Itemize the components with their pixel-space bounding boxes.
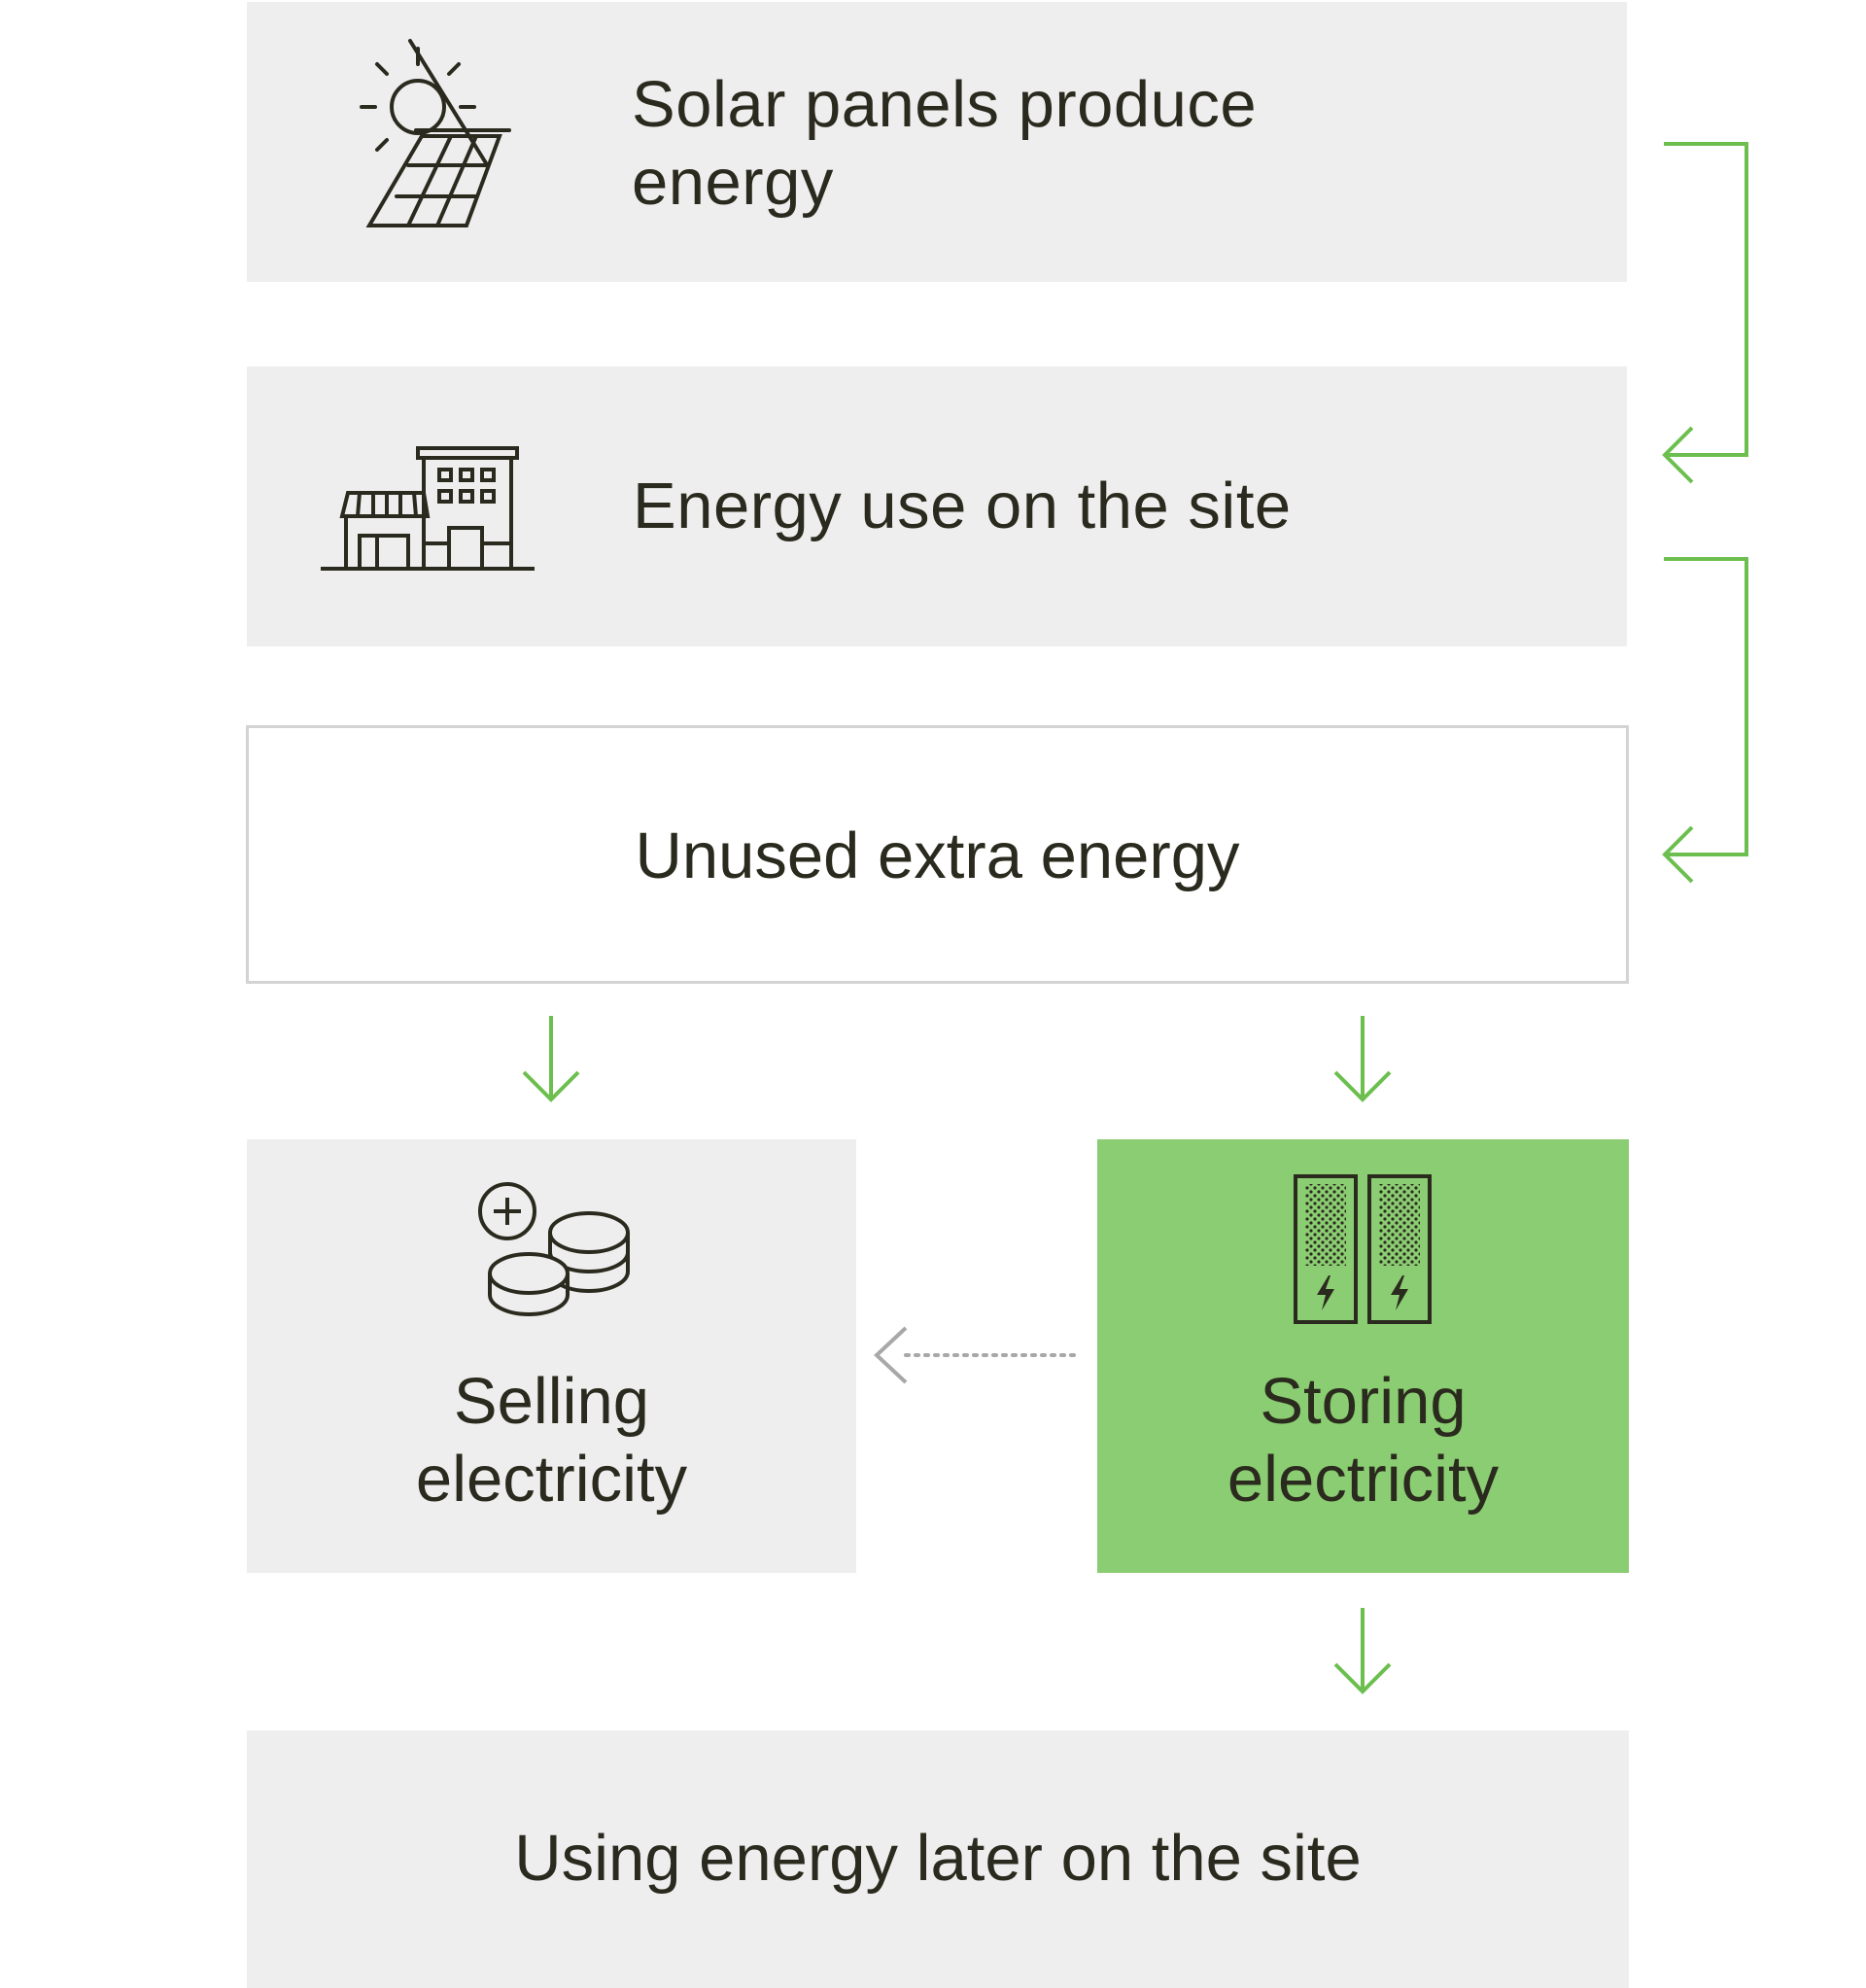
- solar-step-box: Solar panels produce energy: [247, 2, 1627, 282]
- unused-energy-step-label: Unused extra energy: [635, 820, 1240, 892]
- selling-step-box: Selling electricity: [247, 1139, 856, 1573]
- solar-panel-icon: [360, 39, 511, 227]
- selling-step-label: Selling electricity: [415, 1365, 688, 1516]
- site-use-step-box: Energy use on the site: [247, 366, 1627, 646]
- arrow-site-use-to-unused: [1662, 557, 1748, 884]
- battery-icon: [1294, 1174, 1432, 1324]
- dotted-arrow-storing-to-selling: [874, 1326, 1079, 1384]
- storing-step-label: Storing electricity: [1227, 1365, 1500, 1516]
- building-icon: [321, 446, 535, 571]
- storing-step-box: Storing electricity: [1097, 1139, 1629, 1573]
- solar-step-label: Solar panels produce energy: [632, 68, 1258, 219]
- site-use-step-label: Energy use on the site: [633, 470, 1292, 542]
- arrow-unused-to-storing: [1333, 1016, 1392, 1102]
- coins-icon: [478, 1182, 630, 1316]
- arrow-storing-to-later: [1333, 1608, 1392, 1694]
- arrow-unused-to-selling: [522, 1016, 580, 1102]
- arrow-solar-to-site-use: [1662, 142, 1748, 484]
- later-use-step-label: Using energy later on the site: [514, 1822, 1362, 1895]
- unused-energy-step-box: Unused extra energy: [246, 725, 1629, 984]
- later-use-step-box: Using energy later on the site: [247, 1730, 1629, 1988]
